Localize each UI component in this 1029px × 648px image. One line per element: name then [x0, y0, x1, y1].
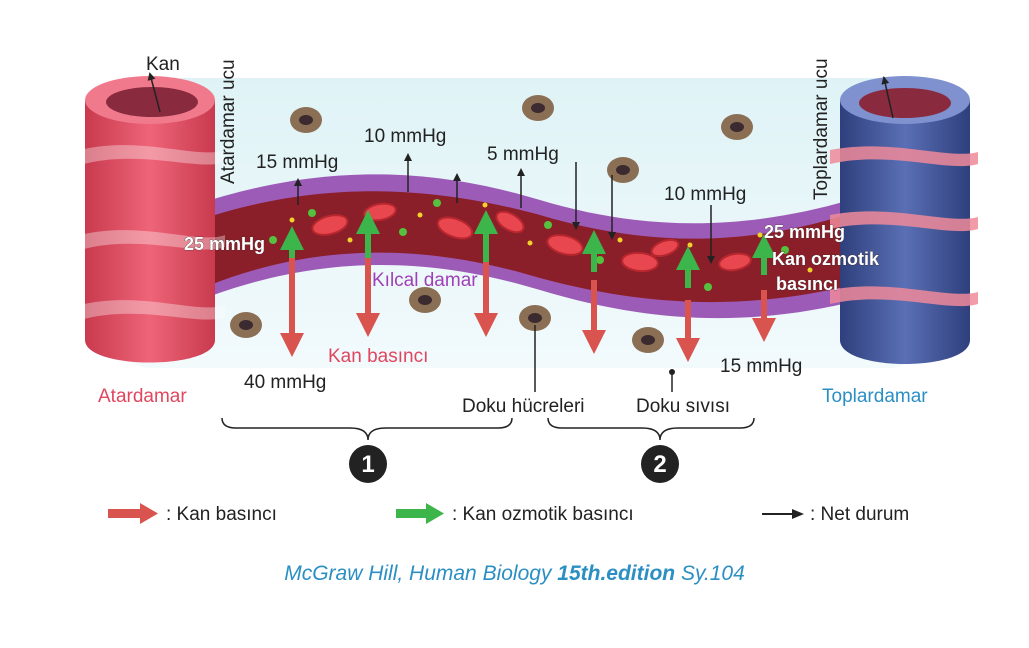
osmotic-pressure-arrows — [280, 210, 776, 288]
pressure-10-top: 10 mmHg — [364, 126, 446, 147]
pressure-5-top: 5 mmHg — [487, 144, 559, 165]
label-vein-end: Toplardamar ucu — [811, 58, 832, 200]
label-artery-end: Atardamar ucu — [218, 59, 239, 184]
vein — [830, 76, 978, 364]
credit-edition: 15th.edition — [557, 562, 676, 585]
net-direction-arrows — [147, 72, 894, 264]
label-artery: Atardamar — [98, 386, 187, 407]
label-osmotic-line2: basıncı — [776, 274, 838, 294]
label-osmotic-line1: Kan ozmotik — [772, 249, 880, 269]
legend-blood-pressure: : Kan basıncı — [166, 504, 277, 525]
legend-red-arrow-icon — [108, 503, 158, 524]
pressure-25-right: 25 mmHg — [764, 222, 845, 242]
label-vein: Toplardamar — [822, 386, 928, 407]
source-credit: McGraw Hill, Human Biology 15th.edition … — [0, 562, 1029, 586]
label-tissue-cells: Doku hücreleri — [462, 396, 585, 417]
legend-black-arrow-icon — [762, 509, 804, 519]
legend: : Kan basıncı : Kan ozmotik basıncı : Ne… — [108, 503, 909, 525]
blood-pressure-arrows — [280, 258, 776, 362]
pressure-15-bottom: 15 mmHg — [720, 356, 802, 377]
label-blood: Kan — [146, 54, 180, 75]
credit-publisher: McGraw Hill, Human Biology — [284, 562, 558, 585]
label-capillary: Kılcal damar — [372, 270, 478, 291]
brace-section-2 — [547, 417, 755, 441]
legend-green-arrow-icon — [396, 503, 444, 524]
section-1-badge — [349, 445, 387, 483]
tissue-cells — [230, 95, 753, 353]
label-tissue-fluid: Doku sıvısı — [636, 396, 730, 417]
pressure-25-left: 25 mmHg — [184, 234, 265, 254]
brace-section-1 — [221, 417, 513, 441]
artery — [80, 76, 225, 363]
section-1-number: 1 — [361, 451, 374, 478]
credit-page: Sy.104 — [675, 562, 745, 585]
section-2-badge — [641, 445, 679, 483]
section-2-number: 2 — [653, 451, 666, 478]
legend-osmotic-pressure: : Kan ozmotik basıncı — [452, 504, 634, 525]
pressure-40: 40 mmHg — [244, 372, 326, 393]
pressure-15-left: 15 mmHg — [256, 152, 338, 173]
legend-net-direction: : Net durum — [810, 504, 909, 525]
pressure-10-right: 10 mmHg — [664, 184, 746, 205]
label-blood-pressure: Kan basıncı — [328, 346, 428, 367]
